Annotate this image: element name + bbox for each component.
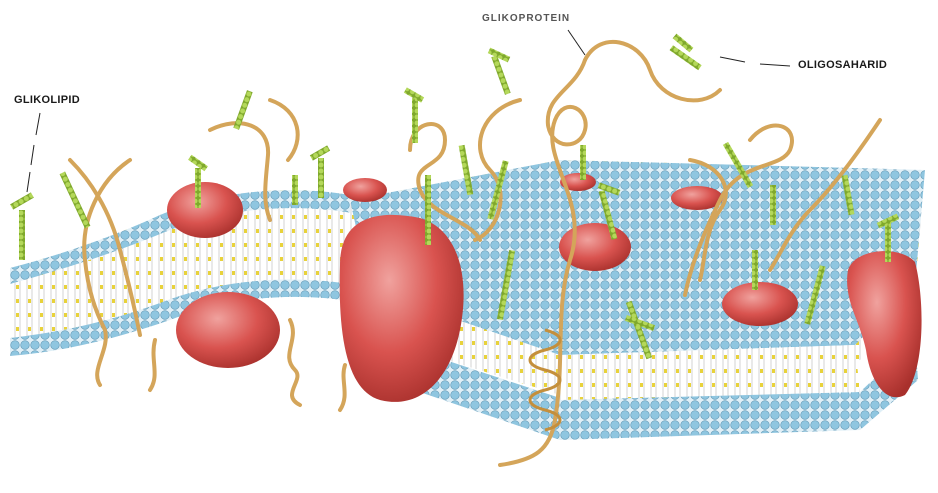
sugar-chain [310,145,330,198]
sugar-chain [770,185,776,225]
protein [167,182,243,238]
sugar-chain [10,192,34,260]
sugar-chain [404,87,424,143]
sugar-chain [488,48,511,95]
protein [343,178,387,202]
glycoprotein-label: GLIKOPROTEIN [482,13,570,24]
sugar-chain [292,175,298,205]
glycolipid-label: GLIKOLIPID [14,94,80,106]
protein [847,251,921,397]
protein [722,282,798,326]
sugar-chain [425,175,431,245]
sugar-chain [670,34,702,71]
glycolipid-leader [27,113,40,192]
oligosaccharide-label: OLIGOSAHARID [798,59,887,71]
sugar-chain [580,145,586,180]
oligosaccharide-leader [720,57,790,66]
sugar-chain [752,250,758,290]
glycoprotein-leader [568,30,585,55]
protein [176,292,280,368]
